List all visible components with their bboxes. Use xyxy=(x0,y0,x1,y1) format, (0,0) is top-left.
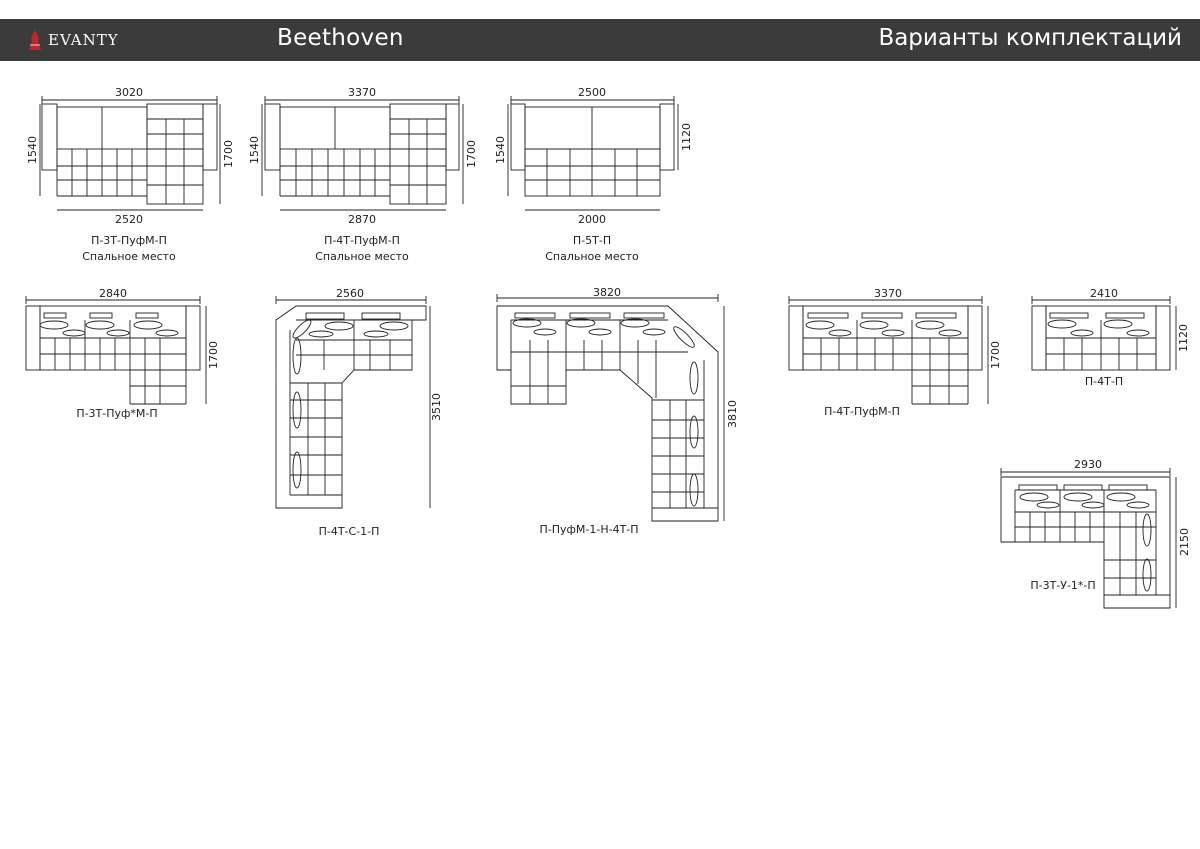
sofa-3-sublabel: Спальное место xyxy=(545,250,639,263)
sofa-drawing-8 xyxy=(1031,296,1177,371)
sofa-3-bottom-width: 2000 xyxy=(578,213,606,226)
sofa-drawing-6 xyxy=(496,294,725,522)
sofa-2-left-depth: 1540 xyxy=(248,136,261,164)
sofa-2-bottom-width: 2870 xyxy=(348,213,376,226)
sofa-1-top-width: 3020 xyxy=(115,86,143,99)
sofa-7-top-width: 3370 xyxy=(874,287,902,300)
sofa-3-left-depth: 1540 xyxy=(494,136,507,164)
sofa-drawing-1 xyxy=(39,96,221,211)
sofa-drawing-4 xyxy=(25,296,207,405)
brand-name: EVANTY xyxy=(48,31,119,49)
flame-logo-icon xyxy=(29,30,41,50)
page-title: Варианты комплектаций xyxy=(878,25,1182,51)
sofa-7-code: П-4Т-ПуфМ-П xyxy=(824,405,900,418)
sofa-9-code: П-3Т-У-1*-П xyxy=(1030,579,1095,592)
sofa-6-code: П-ПуфМ-1-Н-4Т-П xyxy=(539,523,638,536)
header-bar: EVANTY Beethoven Варианты комплектаций xyxy=(0,19,1200,61)
sofa-2-right-depth: 1700 xyxy=(465,140,478,168)
sofa-1-bottom-width: 2520 xyxy=(115,213,143,226)
sofa-5-code: П-4Т-С-1-П xyxy=(319,525,380,538)
sofa-6-top-width: 3820 xyxy=(593,286,621,299)
brand-logo: EVANTY xyxy=(28,28,119,52)
sofa-5-top-width: 2560 xyxy=(336,287,364,300)
sofa-4-code: П-3Т-Пуф*М-П xyxy=(76,407,157,420)
sofa-drawing-2 xyxy=(261,96,464,211)
sofa-3-top-width: 2500 xyxy=(578,86,606,99)
sofa-1-right-depth: 1700 xyxy=(222,140,235,168)
sofa-6-right-depth: 3810 xyxy=(726,400,739,428)
sofa-7-right-depth: 1700 xyxy=(989,341,1002,369)
sofa-8-right-depth: 1120 xyxy=(1177,324,1190,352)
sofa-5-right-depth: 3510 xyxy=(430,393,443,421)
sofa-9-top-width: 2930 xyxy=(1074,458,1102,471)
sofa-drawing-9 xyxy=(1000,468,1177,609)
sofa-drawing-3 xyxy=(507,96,679,211)
model-title: Beethoven xyxy=(277,25,404,51)
sofa-8-top-width: 2410 xyxy=(1090,287,1118,300)
sofa-drawing-7 xyxy=(788,296,989,405)
dimension-labels: 3020 2520 1540 1700 П-3Т-ПуфМ-П Спальное… xyxy=(26,86,1191,592)
sofa-1-sublabel: Спальное место xyxy=(82,250,176,263)
sofa-1-left-depth: 1540 xyxy=(26,136,39,164)
sofa-4-top-width: 2840 xyxy=(99,287,127,300)
sofa-4-right-depth: 1700 xyxy=(207,341,220,369)
sofa-2-code: П-4Т-ПуфМ-П xyxy=(324,234,400,247)
sofa-2-sublabel: Спальное место xyxy=(315,250,409,263)
sofa-9-right-depth: 2150 xyxy=(1178,528,1191,556)
sofa-3-code: П-5Т-П xyxy=(573,234,611,247)
sofa-1-code: П-3Т-ПуфМ-П xyxy=(91,234,167,247)
sofa-2-top-width: 3370 xyxy=(348,86,376,99)
sofa-8-code: П-4Т-П xyxy=(1085,375,1123,388)
sofa-drawing-5 xyxy=(275,296,431,509)
sofa-3-right-depth: 1120 xyxy=(680,123,693,151)
